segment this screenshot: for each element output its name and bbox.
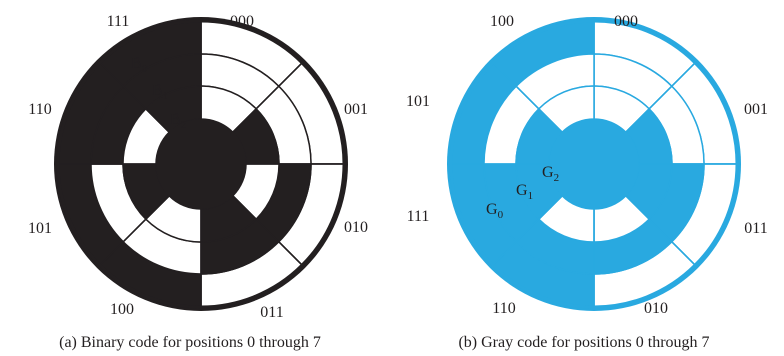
binary-code-000: 000 <box>230 13 254 30</box>
gray-segment-labels: 000 001 011 010 110 111 101 100 <box>406 13 768 317</box>
gray-code-000: 000 <box>614 13 638 30</box>
binary-segment-labels: 000 001 010 011 100 101 110 111 <box>28 13 368 321</box>
binary-code-001: 001 <box>344 101 368 118</box>
ring-label-b0: B0 <box>131 55 148 75</box>
ring-label-g0: G0 <box>486 201 504 221</box>
gray-code-100: 100 <box>490 13 514 30</box>
binary-sector-divider-1 <box>232 62 303 133</box>
gray-inner-core <box>549 119 639 209</box>
binary-ring-labels: B0 B1 B2 <box>131 55 186 131</box>
binary-code-110: 110 <box>28 101 51 118</box>
ring-label-b2: B2 <box>170 111 186 131</box>
gray-code-010: 010 <box>644 300 668 317</box>
gray-sector-divider-1 <box>625 62 696 133</box>
binary-sector-divider-5 <box>99 195 170 266</box>
gray-sector-divider-3 <box>625 195 696 266</box>
gray-code-110: 110 <box>492 300 515 317</box>
gray-code-101: 101 <box>406 93 430 110</box>
binary-sector-divider-7 <box>99 62 170 133</box>
binary-code-disk <box>54 17 348 311</box>
gray-outer-edge <box>449 19 739 309</box>
gray-sector-divider-5 <box>492 195 563 266</box>
gray-code-111: 111 <box>407 208 430 225</box>
gray-sector-divider-7 <box>492 62 563 133</box>
gray-code-011: 011 <box>744 220 767 237</box>
gray-code-disk <box>447 17 741 311</box>
binary-outer-edge <box>56 19 346 309</box>
binary-code-010: 010 <box>344 219 368 236</box>
ring-label-g2: G2 <box>542 164 559 184</box>
binary-code-111: 111 <box>107 13 130 30</box>
binary-code-100: 100 <box>110 301 134 318</box>
caption-gray: (b) Gray code for positions 0 through 7 <box>458 334 709 351</box>
ring-label-b1: B1 <box>152 82 168 102</box>
gray-code-001: 001 <box>744 101 768 118</box>
ring-label-g1: G1 <box>516 182 533 202</box>
binary-inner-core <box>156 119 246 209</box>
binary-sector-divider-3 <box>232 195 303 266</box>
gray-ring-labels: G0 G1 G2 <box>486 164 559 221</box>
binary-code-101: 101 <box>28 220 52 237</box>
binary-code-011: 011 <box>260 304 283 321</box>
caption-binary: (a) Binary code for positions 0 through … <box>59 334 321 351</box>
